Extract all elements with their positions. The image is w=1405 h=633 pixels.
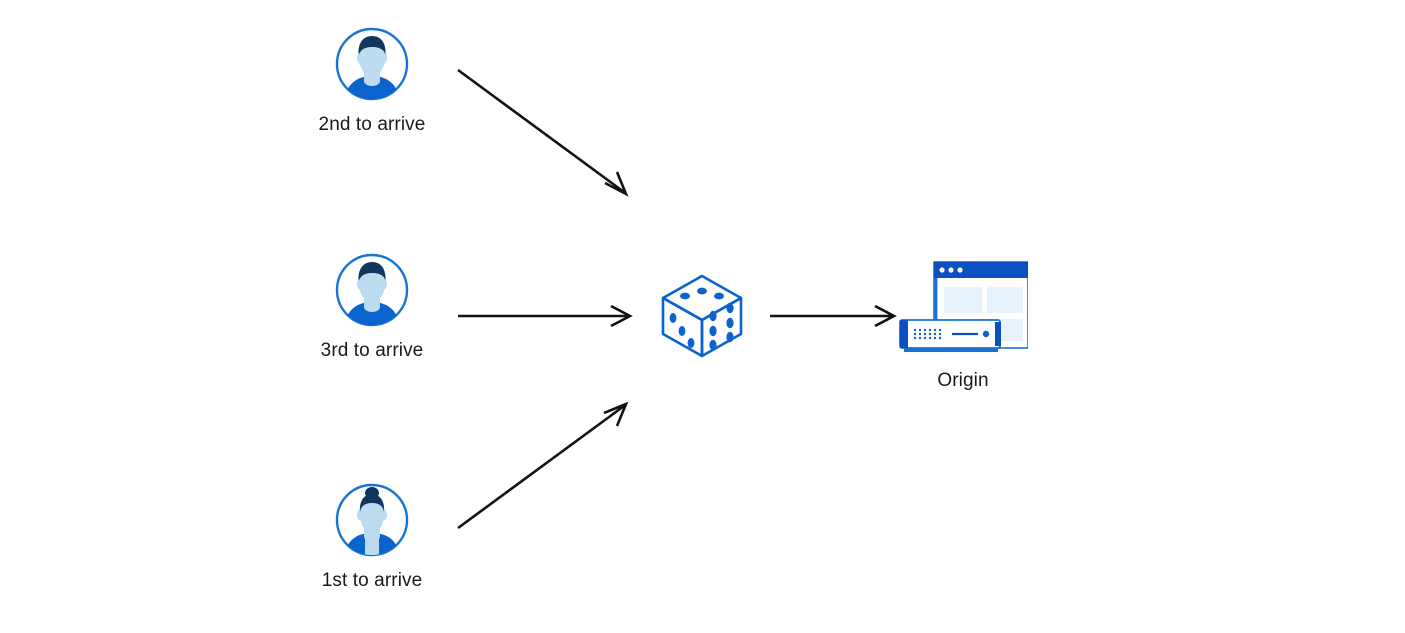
node-label-client-2nd: 2nd to arrive (318, 114, 426, 135)
edge-3rd-to-dice-arrowhead (610, 304, 633, 328)
user-avatar-icon (335, 253, 409, 327)
origin-server-icon (899, 261, 1029, 352)
node-label-client-1st: 1st to arrive (321, 570, 423, 591)
edge-1st-to-dice-arrowhead (603, 401, 629, 427)
dice-icon (661, 274, 743, 358)
server-device-icon (899, 319, 1001, 352)
node-client-1st[interactable]: 1st to arrive (322, 482, 422, 591)
node-origin[interactable]: Origin (898, 258, 1029, 391)
node-label-origin: Origin (937, 370, 989, 391)
node-randomizer[interactable] (657, 270, 747, 367)
node-client-3rd[interactable]: 3rd to arrive (321, 252, 423, 361)
edge-2nd-to-dice-arrowhead (604, 171, 629, 197)
node-label-client-3rd: 3rd to arrive (320, 340, 424, 361)
edge-1st-to-dice (457, 404, 625, 530)
user-avatar-icon (335, 483, 409, 557)
edge-dice-to-origin-arrowhead (874, 304, 897, 328)
node-client-2nd[interactable]: 2nd to arrive (319, 26, 425, 135)
user-avatar-icon (335, 27, 409, 101)
